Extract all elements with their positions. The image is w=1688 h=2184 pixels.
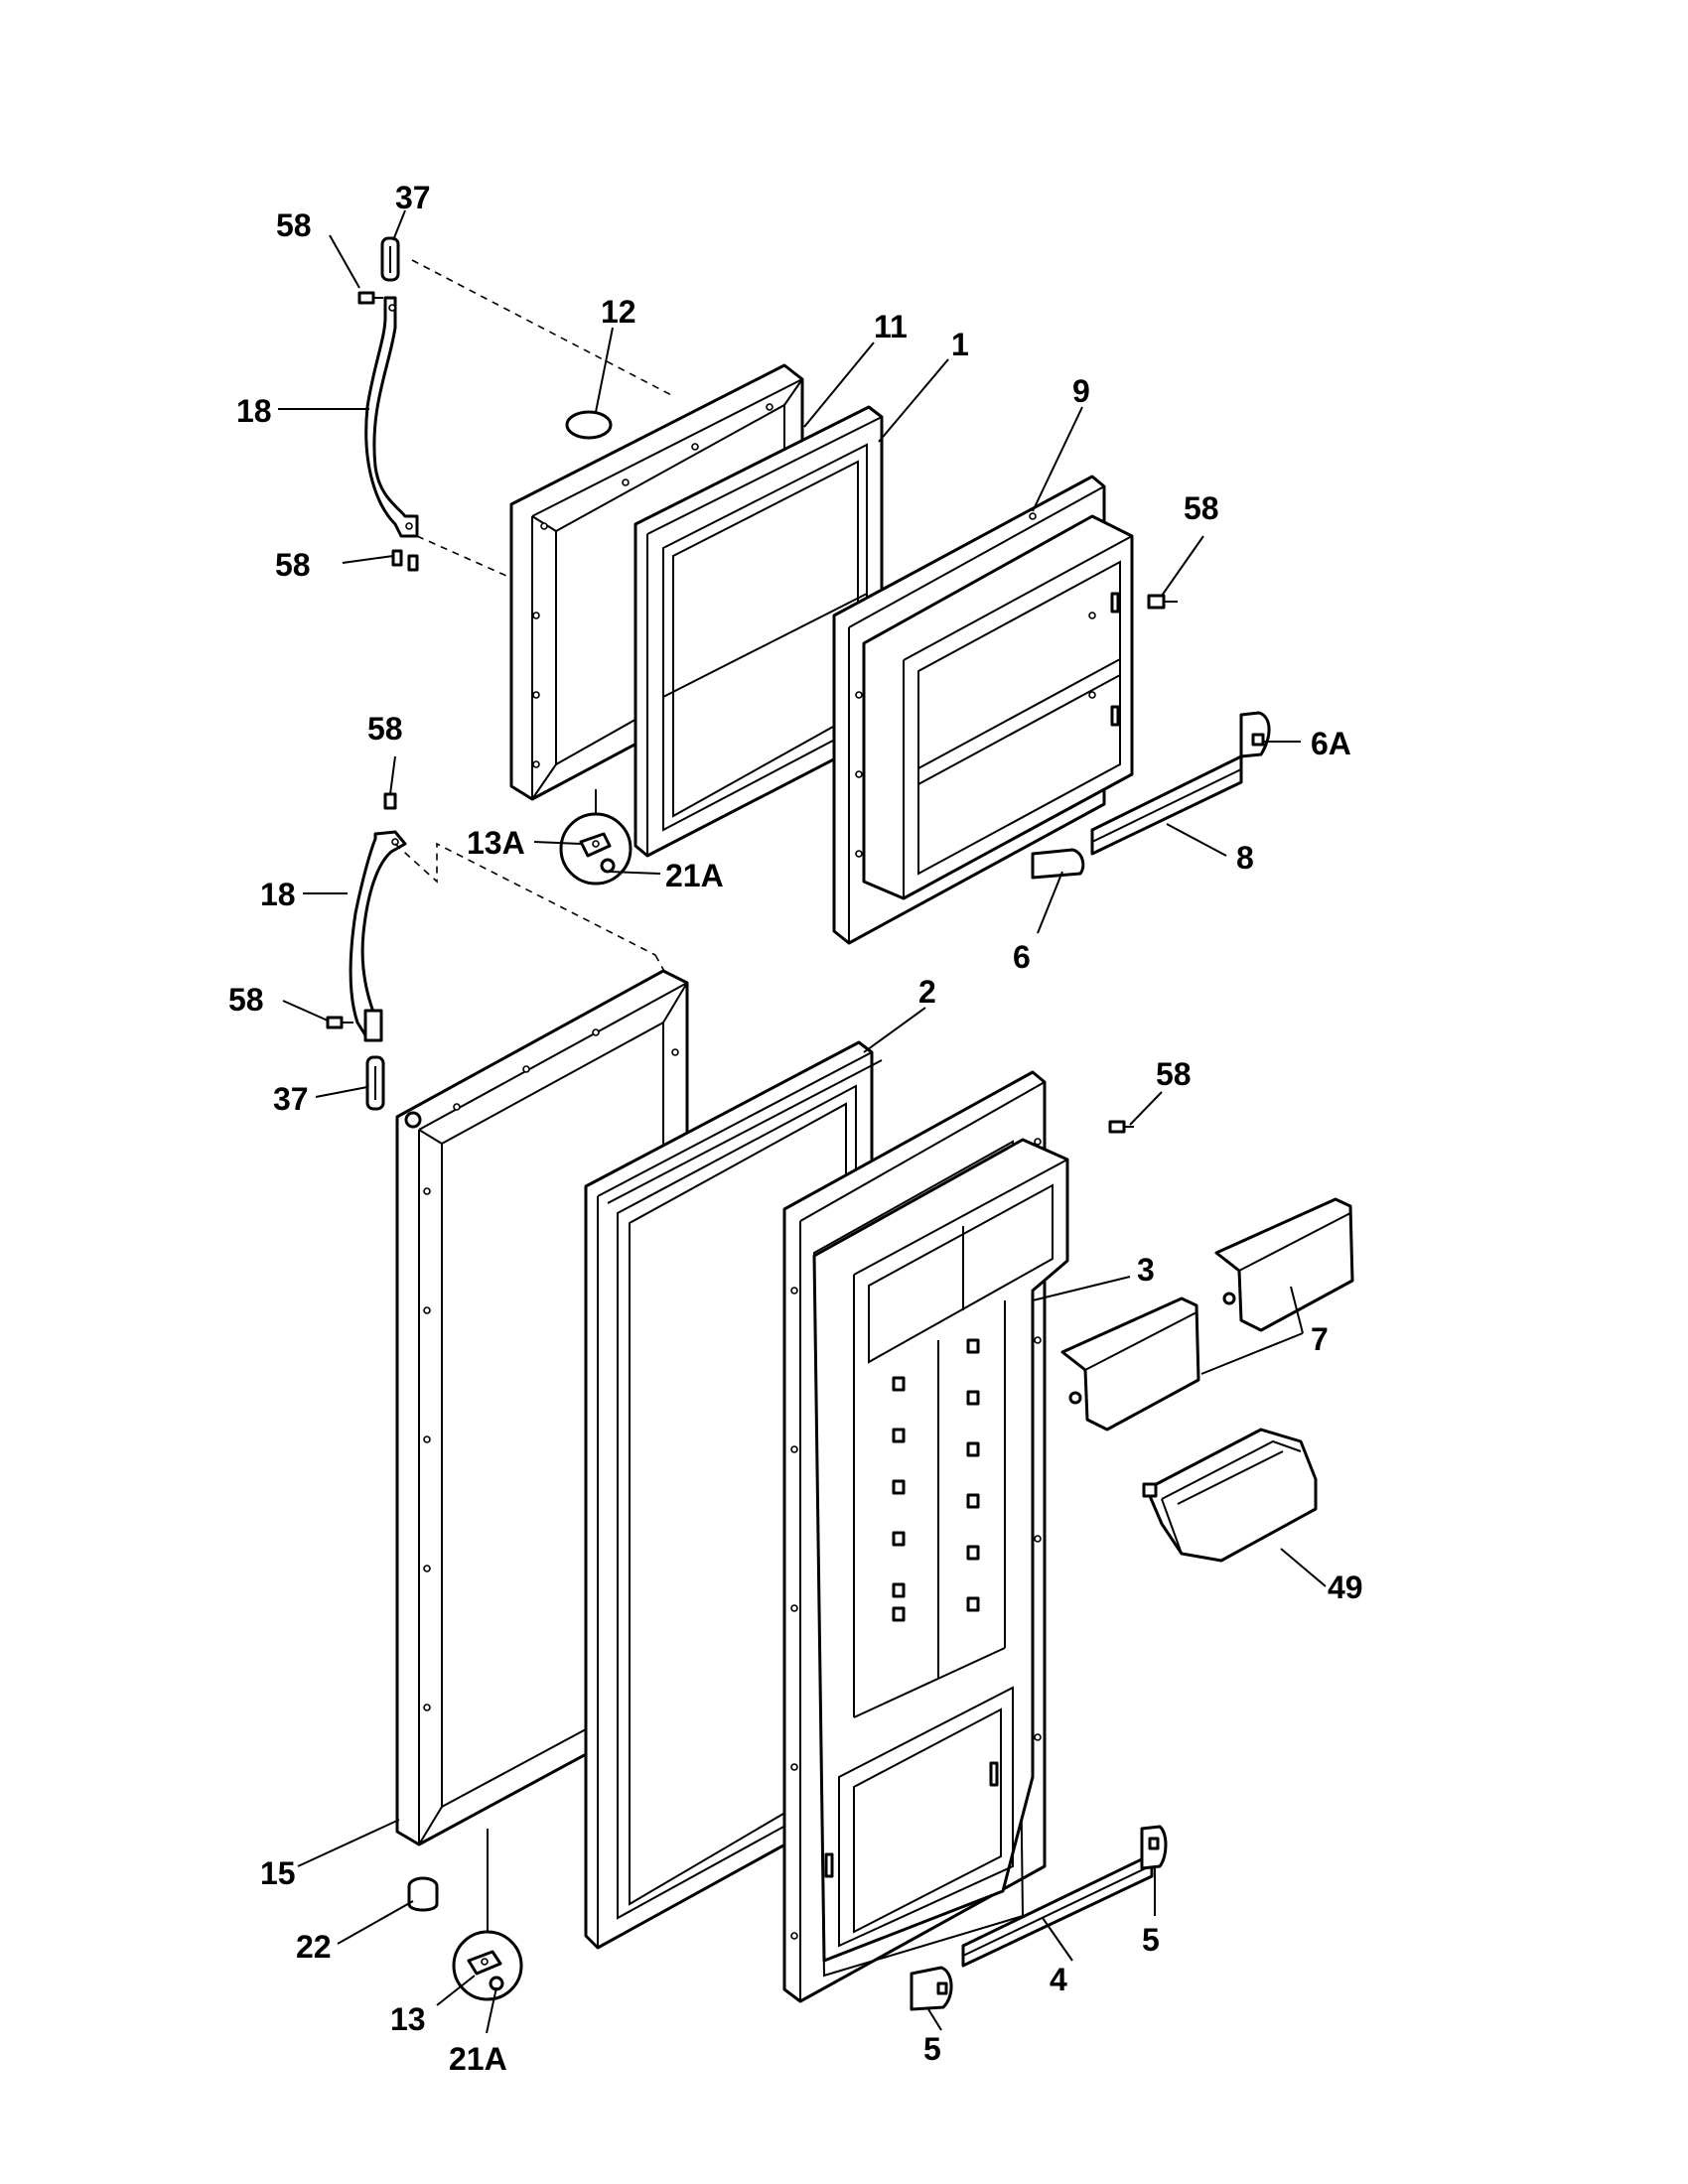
callout-18: 18 bbox=[260, 877, 296, 912]
callout-58: 58 bbox=[228, 982, 264, 1018]
part-18-handle-top bbox=[364, 296, 419, 538]
leader-lines bbox=[278, 209, 1327, 2034]
align-line-lower-handle-to-door bbox=[654, 954, 666, 974]
callout-11: 11 bbox=[874, 309, 908, 344]
part-4-shelf-bar bbox=[961, 1852, 1154, 1968]
callout-13a: 13A bbox=[467, 825, 525, 861]
callout-58: 58 bbox=[276, 207, 312, 243]
part-8-shelf-bar bbox=[1090, 754, 1243, 856]
part-12-plug bbox=[565, 410, 613, 440]
part-18-handle-lower bbox=[349, 830, 407, 1042]
part-6a-bracket bbox=[1239, 711, 1271, 758]
callout-2: 2 bbox=[918, 974, 936, 1010]
callout-58: 58 bbox=[1184, 490, 1219, 526]
part-9-upper-door-liner bbox=[832, 475, 1134, 945]
part-6-bracket bbox=[1031, 848, 1085, 880]
callout-58: 58 bbox=[1156, 1056, 1192, 1092]
callout-22: 22 bbox=[296, 1929, 332, 1965]
callout-37: 37 bbox=[395, 180, 431, 215]
callout-5: 5 bbox=[1142, 1922, 1160, 1958]
part-58-screw-pair-bottom-handle bbox=[391, 549, 419, 572]
callout-8: 8 bbox=[1236, 840, 1254, 876]
part-13-hinge-detail bbox=[452, 1930, 523, 2001]
part-58-screw-lower-handle-bottom bbox=[326, 1016, 353, 1029]
part-58-screw-top-handle bbox=[357, 291, 383, 305]
callout-21a: 21A bbox=[449, 2041, 507, 2077]
callout-6a: 6A bbox=[1311, 726, 1351, 761]
part-3-lower-door-liner bbox=[782, 1070, 1069, 2003]
part-7-door-bin-left bbox=[1060, 1297, 1200, 1432]
part-5-bracket-right bbox=[1140, 1825, 1168, 1870]
part-58-screw-upper-liner bbox=[1147, 594, 1178, 610]
align-line-lower-handle-top bbox=[394, 842, 656, 956]
callout-6: 6 bbox=[1013, 939, 1031, 975]
part-37-end-cap-top bbox=[380, 236, 400, 282]
part-22-bushing bbox=[407, 1876, 439, 1912]
callout-9: 9 bbox=[1072, 373, 1090, 409]
part-58-screw-lower-handle-top bbox=[383, 792, 397, 810]
align-line-top-handle-to-door bbox=[411, 259, 676, 398]
part-49-dairy-bin bbox=[1142, 1428, 1318, 1563]
part-7-door-bin-right bbox=[1214, 1197, 1354, 1332]
callout-4: 4 bbox=[1050, 1962, 1067, 1997]
callout-15: 15 bbox=[260, 1855, 296, 1891]
callout-12: 12 bbox=[601, 294, 636, 330]
callout-18: 18 bbox=[236, 393, 272, 429]
callout-21a: 21A bbox=[665, 858, 724, 893]
part-37-end-cap-lower bbox=[365, 1055, 385, 1111]
callout-5: 5 bbox=[923, 2031, 941, 2067]
callout-3: 3 bbox=[1137, 1252, 1155, 1288]
callout-13: 13 bbox=[390, 2001, 426, 2037]
part-13a-hinge-detail bbox=[559, 812, 633, 886]
callout-58: 58 bbox=[367, 711, 403, 747]
callout-37: 37 bbox=[273, 1081, 309, 1117]
callout-58: 58 bbox=[275, 547, 311, 583]
align-line-handle-bottom-to-door bbox=[416, 535, 507, 577]
callout-7: 7 bbox=[1311, 1321, 1329, 1357]
part-58-screw-lower-liner bbox=[1108, 1120, 1134, 1134]
callout-49: 49 bbox=[1328, 1570, 1363, 1605]
part-5-bracket-left bbox=[910, 1966, 953, 2011]
callout-1: 1 bbox=[951, 327, 969, 362]
